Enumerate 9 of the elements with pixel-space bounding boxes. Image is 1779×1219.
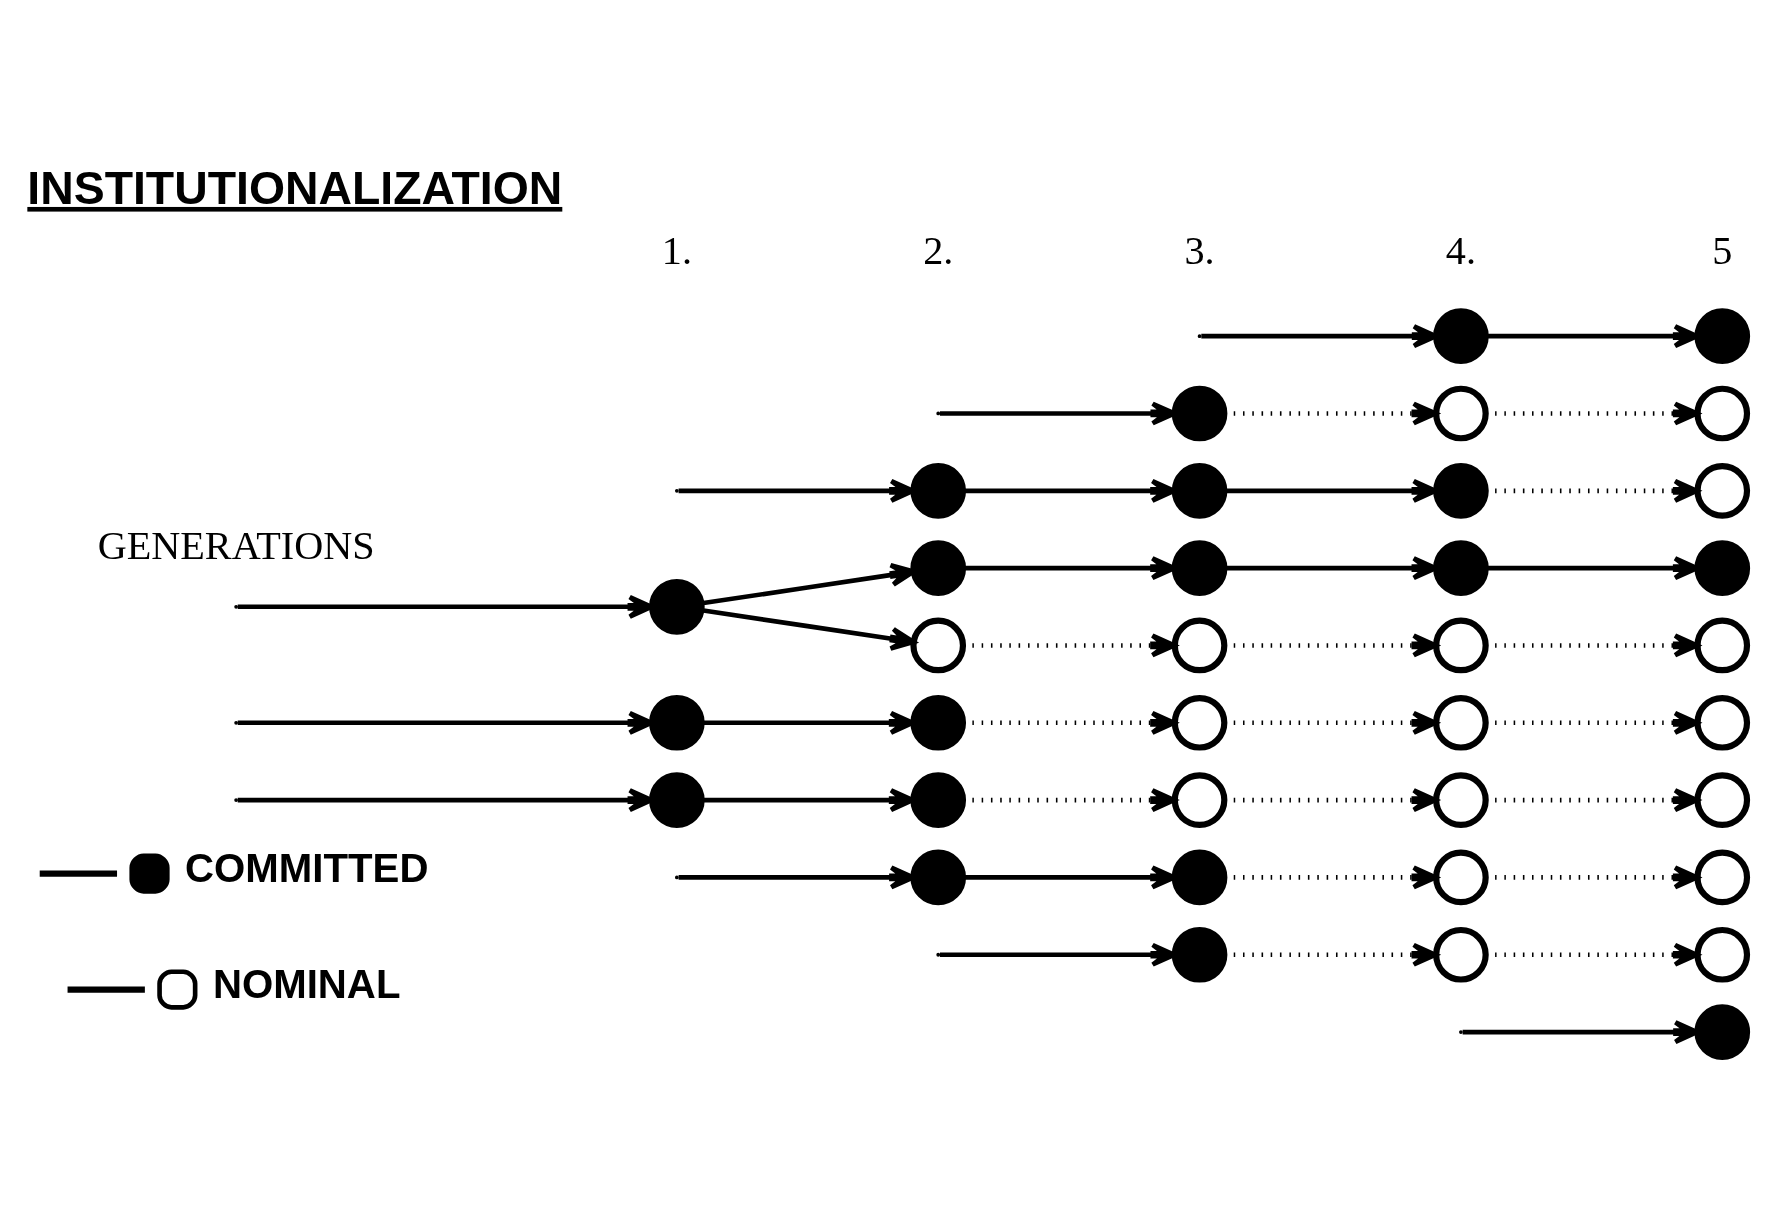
label: 4. — [1445, 227, 1476, 273]
label: GENERATIONS — [97, 523, 375, 569]
label: 5 — [1712, 227, 1733, 273]
legend-label: COMMITTED — [185, 845, 429, 891]
label: 3. — [1184, 227, 1215, 273]
label: 1. — [661, 227, 692, 273]
label: 2. — [923, 227, 954, 273]
diagram-title: INSTITUTIONALIZATION — [27, 161, 563, 214]
legend-label: NOMINAL — [212, 961, 401, 1007]
